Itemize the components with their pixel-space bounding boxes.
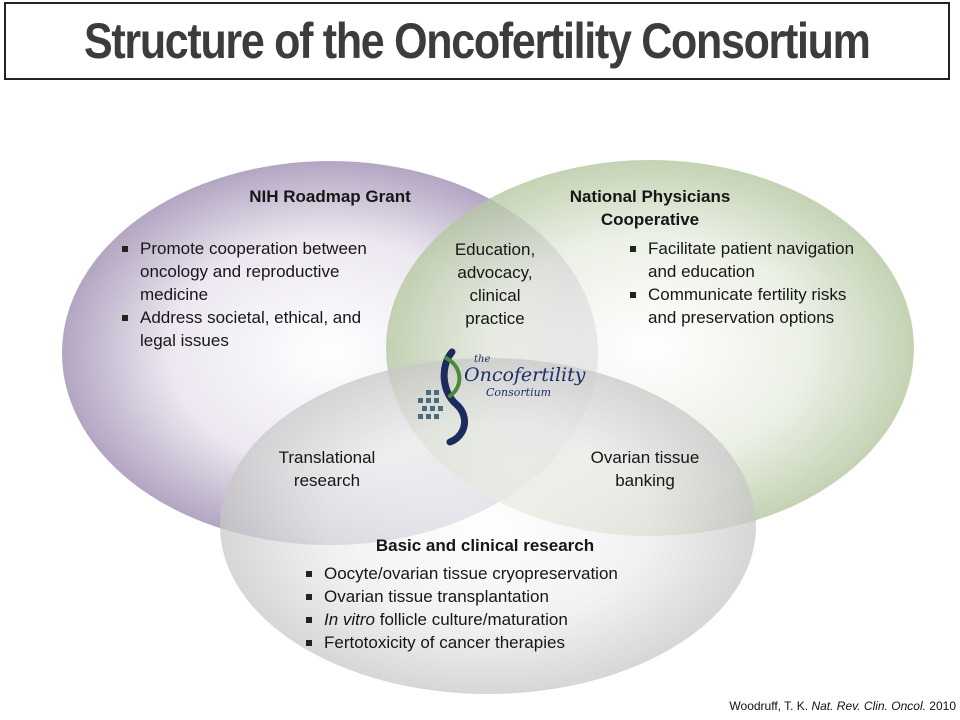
overlap-nih-research-line2: research xyxy=(293,471,361,490)
physicians-bullet: Facilitate patient navigation and educat… xyxy=(626,237,878,283)
overlap-physicians-research-line2: banking xyxy=(615,471,675,490)
research-circle xyxy=(220,358,756,694)
physicians-bullet: Communicate fertility risks and preserva… xyxy=(626,283,878,329)
citation-year: 2010 xyxy=(929,699,956,713)
citation-author: Woodruff, T. K. xyxy=(729,699,809,713)
logo-word-the: the xyxy=(474,354,491,365)
nih-bullet-list: Promote cooperation between oncology and… xyxy=(118,237,380,352)
logo-word-consortium: Consortium xyxy=(486,386,552,399)
overlap-physicians-research: Ovarian tissue banking xyxy=(560,446,730,492)
physicians-header-line1: National Physicians xyxy=(569,187,731,206)
research-header: Basic and clinical research xyxy=(375,536,595,555)
slide-title: Structure of the Oncofertility Consortiu… xyxy=(84,13,871,69)
physicians-bullet-list: Facilitate patient navigation and educat… xyxy=(626,237,878,329)
physicians-header: National Physicians Cooperative xyxy=(530,185,770,231)
overlap-physicians-research-line1: Ovarian tissue xyxy=(590,448,700,467)
research-bullet-list: Oocyte/ovarian tissue cryopreservation O… xyxy=(302,562,702,654)
research-bullet: Fertotoxicity of cancer therapies xyxy=(302,631,702,654)
overlap-nih-research: Translational research xyxy=(252,446,402,492)
overlap-nih-physicians: Education, advocacy, clinical practice xyxy=(454,240,536,328)
consortium-logo-mark xyxy=(418,348,468,446)
research-bullet: Oocyte/ovarian tissue cryopreservation xyxy=(302,562,702,585)
physicians-header-line2: Cooperative xyxy=(600,210,700,229)
research-bullet: In vitro follicle culture/maturation xyxy=(302,608,702,631)
overlap-nih-research-line1: Translational xyxy=(278,448,376,467)
nih-bullet: Promote cooperation between oncology and… xyxy=(118,237,380,306)
citation-journal: Nat. Rev. Clin. Oncol. xyxy=(811,699,926,713)
nih-header: NIH Roadmap Grant xyxy=(249,187,411,206)
nih-bullet: Address societal, ethical, and legal iss… xyxy=(118,306,380,352)
title-box: Structure of the Oncofertility Consortiu… xyxy=(4,2,950,80)
in-vitro-italic: In vitro xyxy=(324,610,376,629)
logo-word-oncofertility: Oncofertility xyxy=(464,364,586,386)
research-bullet: Ovarian tissue transplantation xyxy=(302,585,702,608)
citation: Woodruff, T. K. Nat. Rev. Clin. Oncol. 2… xyxy=(729,699,956,713)
